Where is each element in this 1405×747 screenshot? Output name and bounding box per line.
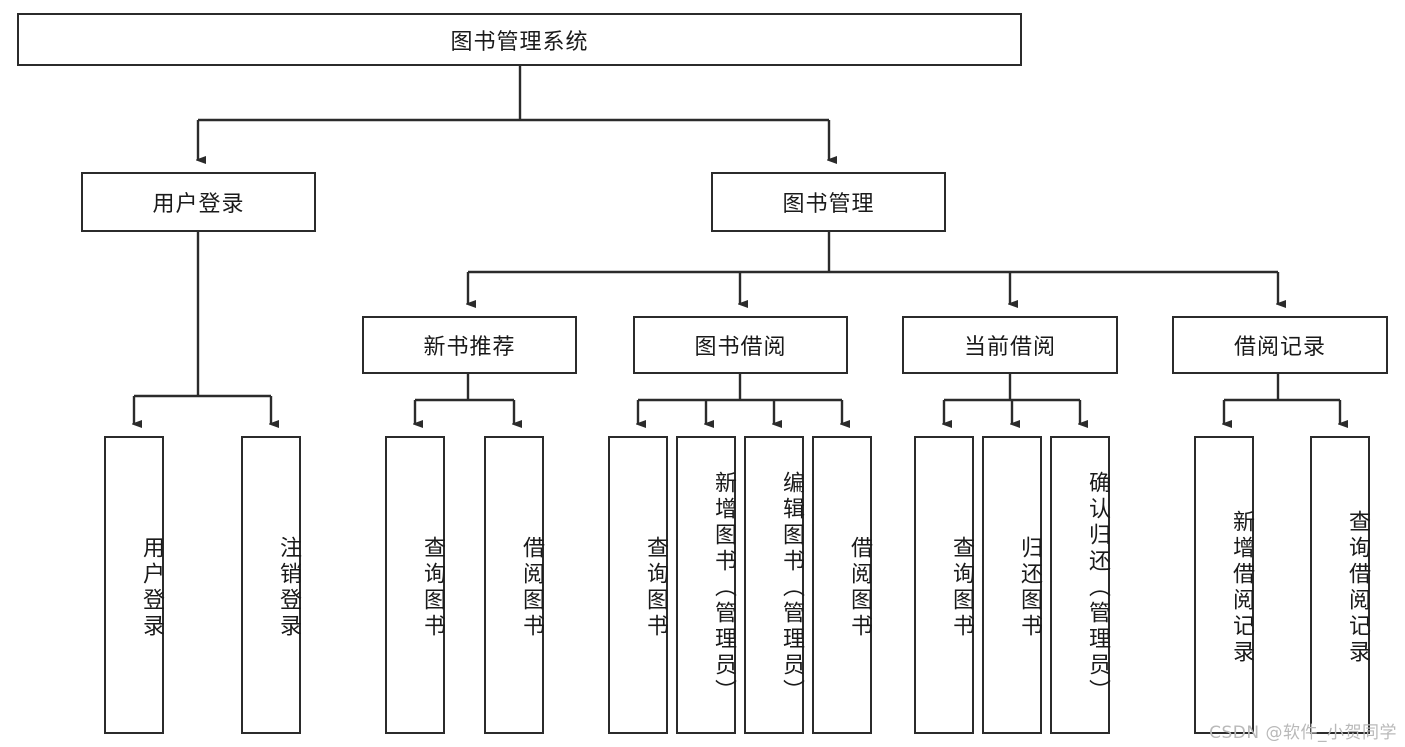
leaf-logout[interactable]: 注销登录 (241, 436, 301, 734)
leaf-new-book-query[interactable]: 查询图书 (385, 436, 445, 734)
leaf-new-book-borrow-label: 借阅图书 (519, 536, 544, 640)
leaf-current-return-book[interactable]: 归还图书 (982, 436, 1042, 734)
leaf-logout-label: 注销登录 (276, 536, 301, 640)
leaf-new-book-query-label: 查询图书 (420, 536, 445, 640)
leaf-user-login-label: 用户登录 (139, 536, 164, 640)
leaf-user-login[interactable]: 用户登录 (104, 436, 164, 734)
node-borrow-record[interactable]: 借阅记录 (1172, 316, 1388, 374)
node-user-login-label: 用户登录 (152, 192, 245, 217)
leaf-new-book-borrow[interactable]: 借阅图书 (484, 436, 544, 734)
node-book-borrow-label: 图书借阅 (694, 335, 787, 360)
node-root[interactable]: 图书管理系统 (17, 13, 1022, 66)
leaf-current-confirm-return-label: 确认归还（管理员） (1085, 471, 1110, 705)
leaf-record-add-label: 新增借阅记录 (1229, 510, 1254, 666)
node-current-borrow-label: 当前借阅 (963, 335, 1056, 360)
leaf-record-query-label: 查询借阅记录 (1345, 510, 1370, 666)
node-current-borrow[interactable]: 当前借阅 (902, 316, 1118, 374)
node-book-management-label: 图书管理 (782, 192, 875, 217)
leaf-record-add[interactable]: 新增借阅记录 (1194, 436, 1254, 734)
node-book-management[interactable]: 图书管理 (711, 172, 946, 232)
leaf-current-query-book-label: 查询图书 (949, 536, 974, 640)
node-borrow-record-label: 借阅记录 (1233, 335, 1326, 360)
leaf-borrow-add-book-label: 新增图书（管理员） (711, 471, 736, 705)
leaf-borrow-borrow-book[interactable]: 借阅图书 (812, 436, 872, 734)
watermark-text: CSDN @软件_小贺同学 (1209, 723, 1397, 743)
leaf-borrow-edit-book-label: 编辑图书（管理员） (779, 471, 804, 705)
leaf-borrow-edit-book[interactable]: 编辑图书（管理员） (744, 436, 804, 734)
leaf-current-query-book[interactable]: 查询图书 (914, 436, 974, 734)
leaf-current-return-book-label: 归还图书 (1017, 536, 1042, 640)
leaf-borrow-borrow-book-label: 借阅图书 (847, 536, 872, 640)
node-book-borrow[interactable]: 图书借阅 (633, 316, 848, 374)
leaf-borrow-query-book-label: 查询图书 (643, 536, 668, 640)
leaf-record-query[interactable]: 查询借阅记录 (1310, 436, 1370, 734)
leaf-current-confirm-return[interactable]: 确认归还（管理员） (1050, 436, 1110, 734)
node-new-book-recommend[interactable]: 新书推荐 (362, 316, 577, 374)
leaf-borrow-add-book[interactable]: 新增图书（管理员） (676, 436, 736, 734)
node-root-label: 图书管理系统 (450, 29, 589, 55)
leaf-borrow-query-book[interactable]: 查询图书 (608, 436, 668, 734)
node-user-login[interactable]: 用户登录 (81, 172, 316, 232)
node-new-book-recommend-label: 新书推荐 (423, 335, 516, 360)
